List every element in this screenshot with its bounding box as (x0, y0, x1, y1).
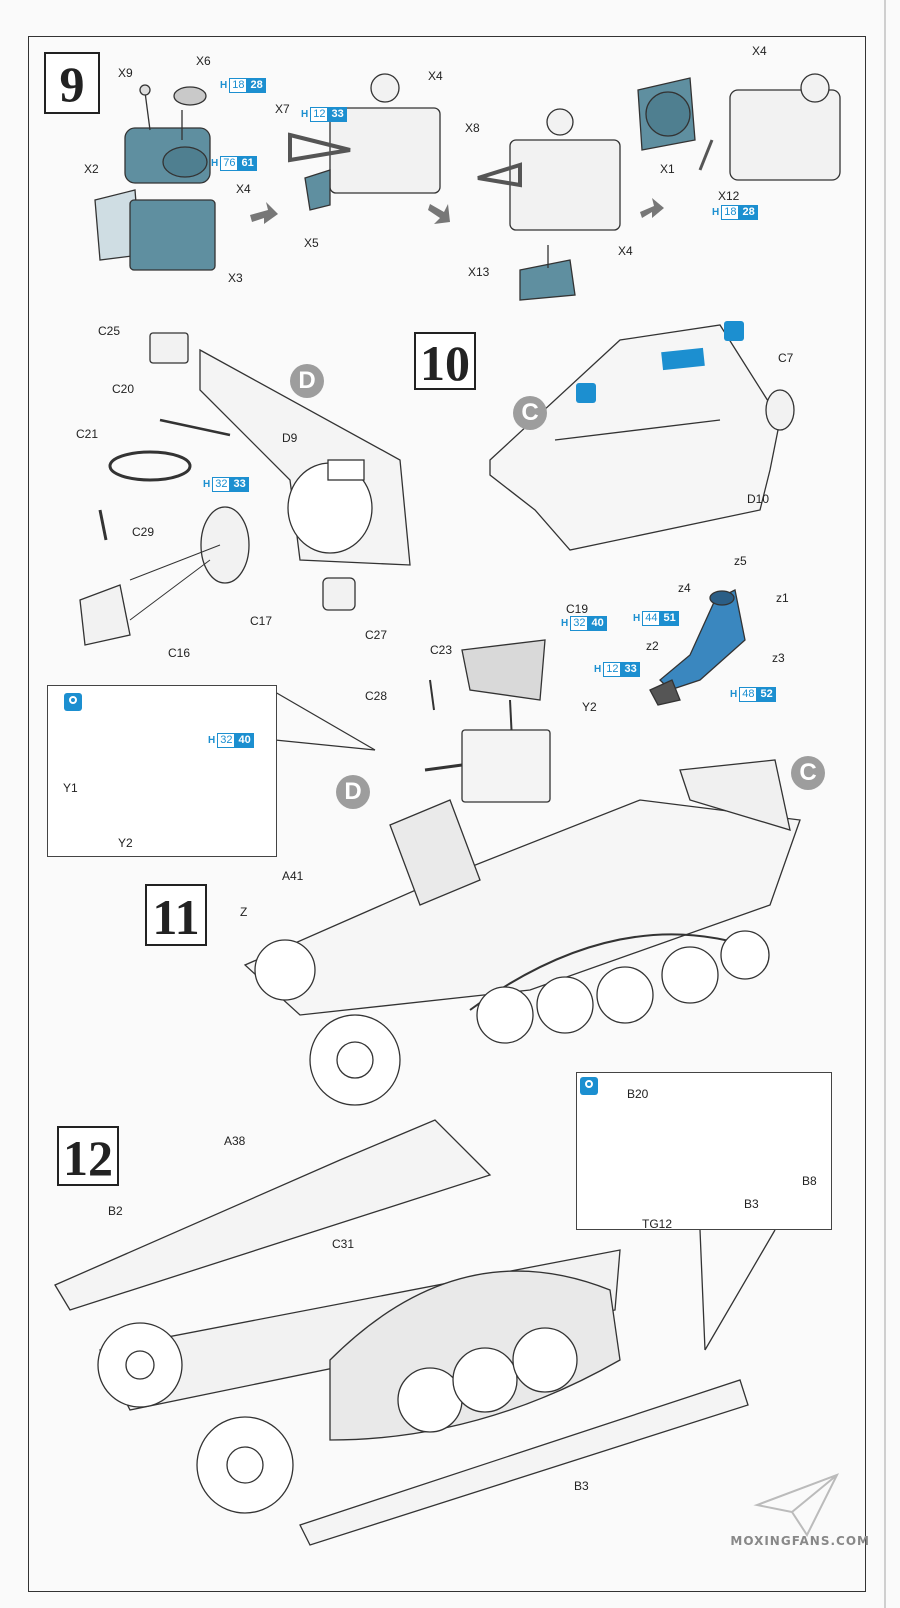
part-label-b20: B20 (627, 1087, 649, 1101)
part-label-a38: A38 (224, 1134, 246, 1148)
step9-engine-subassembly (94, 84, 216, 271)
part-label-c27: C27 (365, 628, 388, 642)
part-label-y2: Y2 (118, 836, 133, 850)
subassembly-callout-c: C (791, 756, 825, 790)
part-label-z3: z3 (772, 651, 785, 665)
part-label-c16: C16 (168, 646, 191, 660)
part-label-y2: Y2 (582, 700, 597, 714)
inset-leader-12 (699, 1229, 776, 1351)
part-label-c20: C20 (112, 382, 135, 396)
part-label-c28: C28 (365, 689, 388, 703)
step11-seat-parts (424, 639, 551, 803)
decal-position-icon (724, 321, 744, 341)
part-label-c29: C29 (132, 525, 155, 539)
watermark-text: MOXINGFANS.COM (730, 1534, 870, 1548)
part-label-x1: X1 (660, 162, 675, 176)
part-label-y1: Y1 (63, 781, 78, 795)
step-number-9: 9 (44, 52, 100, 114)
part-label-x4: X4 (618, 244, 633, 258)
part-label-b3: B3 (744, 1197, 759, 1211)
decal-marker-icon (576, 383, 596, 403)
part-label-c21: C21 (76, 427, 99, 441)
part-label-d10: D10 (747, 492, 770, 506)
info-icon (64, 693, 82, 711)
step11-hull (243, 759, 801, 1106)
inset-detail-12 (576, 1072, 832, 1230)
part-label-c31: C31 (332, 1237, 355, 1251)
part-label-x2: X2 (84, 162, 99, 176)
subassembly-callout-d: D (290, 364, 324, 398)
part-label-x13: X13 (468, 265, 490, 279)
part-label-z4: z4 (678, 581, 691, 595)
part-label-x12: X12 (718, 189, 740, 203)
part-label-x4: X4 (428, 69, 443, 83)
part-label-z5: z5 (734, 554, 747, 568)
part-label-x7: X7 (275, 102, 290, 116)
step10-dash-panel (79, 332, 411, 646)
step9-engine-2 (288, 73, 441, 211)
part-label-b8: B8 (802, 1174, 817, 1188)
part-label-z1: z1 (776, 591, 789, 605)
part-label-c25: C25 (98, 324, 121, 338)
paper-plane-logo (753, 1473, 840, 1538)
part-label-x3: X3 (228, 271, 243, 285)
part-label-x6: X6 (196, 54, 211, 68)
step-number-10: 10 (414, 332, 476, 390)
page-edge (884, 0, 886, 1608)
step9-engine-4 (637, 73, 841, 181)
part-label-x4: X4 (236, 182, 251, 196)
part-label-x5: X5 (304, 236, 319, 250)
part-label-c17: C17 (250, 614, 273, 628)
part-label-x8: X8 (465, 121, 480, 135)
inset-detail-11 (47, 685, 277, 857)
part-label-z2: z2 (646, 639, 659, 653)
page-frame (28, 36, 866, 1592)
part-label-d9: D9 (282, 431, 298, 445)
step-number-11: 11 (145, 884, 207, 946)
info-icon (580, 1077, 598, 1095)
inset-leader-11 (274, 691, 376, 751)
part-label-tg12: TG12 (642, 1217, 673, 1231)
part-label-b3: B3 (574, 1479, 589, 1493)
part-label-x4: X4 (752, 44, 767, 58)
part-label-x9: X9 (118, 66, 133, 80)
step12-vehicle (54, 1119, 749, 1546)
part-label-c7: C7 (778, 351, 794, 365)
step11-figure (649, 589, 746, 706)
part-label-b2: B2 (108, 1204, 123, 1218)
step10-floor-plate (489, 324, 795, 551)
part-label-c23: C23 (430, 643, 453, 657)
subassembly-callout-c: C (513, 396, 547, 430)
part-label-c19: C19 (566, 602, 589, 616)
part-label-z: Z (240, 905, 248, 919)
step-number-12: 12 (57, 1126, 119, 1186)
subassembly-callout-d: D (336, 775, 370, 809)
part-label-a41: A41 (282, 869, 304, 883)
step9-engine-3 (477, 108, 621, 301)
